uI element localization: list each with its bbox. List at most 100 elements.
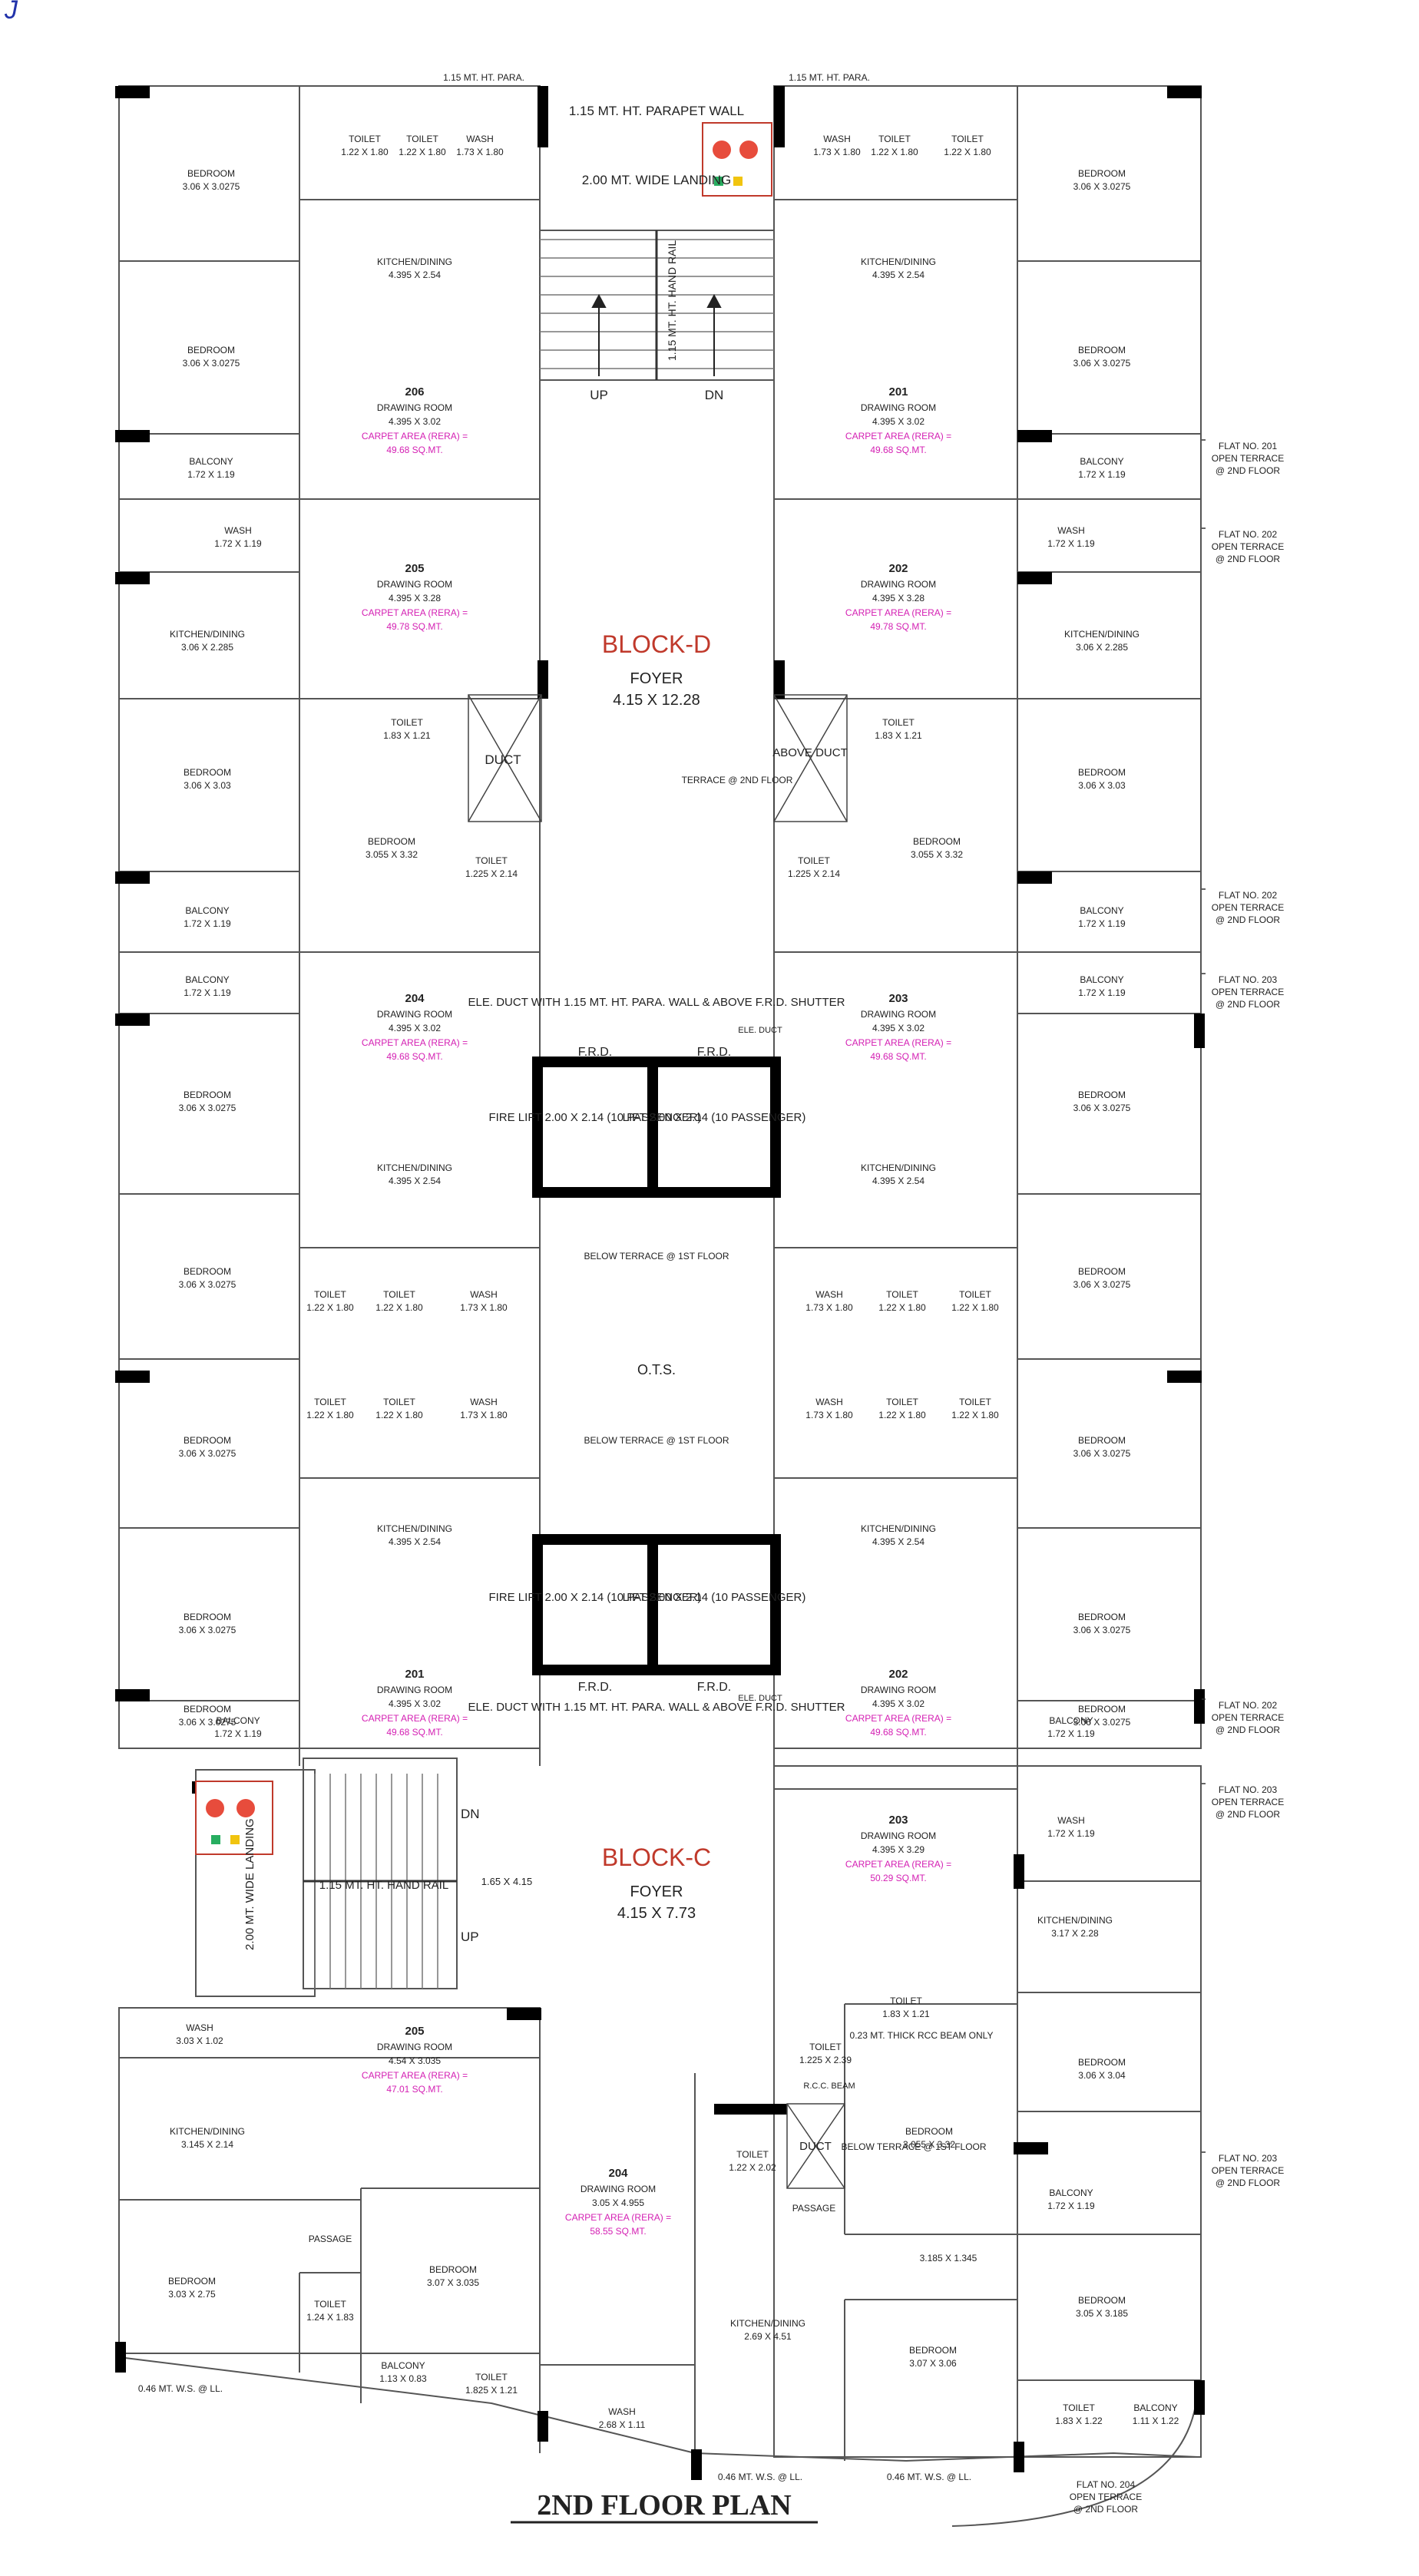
room-size: 1.72 X 1.19 [1078,469,1126,480]
room-name: WASH [470,1397,498,1407]
room-size: 1.72 X 1.19 [1047,2201,1095,2211]
ws-label: 0.46 MT. W.S. @ LL. [887,2472,971,2482]
room-name: TOILET [314,1289,346,1300]
below-terrace-label: BELOW TERRACE @ 1ST FLOOR [841,2141,986,2152]
lift-label: LIFT 2.00 X 2.14 (10 PASSENGER) [623,1111,806,1124]
room-size: 1.72 X 1.19 [214,1728,262,1739]
carpet-area-label: CARPET AREA (RERA) = [362,1713,468,1724]
room-name: TOILET [959,1397,991,1407]
dimension-label: 3.185 X 1.345 [920,2253,977,2264]
ws-label: 0.46 MT. W.S. @ LL. [138,2383,223,2394]
flat-205: 205 DRAWING ROOM 4.395 X 3.28 CARPET ARE… [362,562,468,632]
carpet-area-value: 49.78 SQ.MT. [386,621,442,632]
room-name: WASH [823,134,851,144]
room-size: 3.17 X 2.28 [1051,1928,1099,1939]
room-name: TOILET [1063,2402,1095,2413]
room-name: BEDROOM [184,1090,231,1100]
room-size: 4.395 X 3.02 [872,1023,925,1033]
flat-205-block-c: 205 DRAWING ROOM 4.54 X 3.035 CARPET ARE… [362,2025,468,2095]
room-name: DRAWING ROOM [861,579,936,590]
room-size: 3.06 X 3.0275 [1073,1103,1131,1113]
room-name: TOILET [736,2149,769,2160]
room-size: 1.22 X 1.80 [871,147,918,157]
room-name: BEDROOM [1078,1435,1126,1446]
room-size: 1.225 X 2.14 [465,868,518,879]
room-size: 3.06 X 3.0275 [179,1625,237,1635]
structural-columns [115,86,1205,2480]
room-name: KITCHEN/DINING [861,1523,936,1534]
room-name: TOILET [475,2372,508,2383]
landing-label: 2.00 MT. WIDE LANDING [243,1818,256,1950]
stair-up-label: UP [461,1930,479,1944]
frd-label: F.R.D. [578,1046,612,1059]
ele-duct-label: ELE. DUCT WITH 1.15 MT. HT. PARA. WALL &… [468,1701,845,1714]
room-name: TOILET [882,717,915,728]
room-name: TOILET [314,1397,346,1407]
room-size: 1.22 X 1.80 [878,1410,926,1420]
room-size: 3.06 X 2.285 [1076,642,1128,653]
flat-201: 201 DRAWING ROOM 4.395 X 3.02 CARPET ARE… [845,385,951,455]
room-name: WASH [815,1397,843,1407]
room-size: 1.73 X 1.80 [813,147,861,157]
stair-dn-label: DN [461,1807,480,1821]
duct-label: DUCT [485,752,521,767]
room-name: KITCHEN/DINING [1064,629,1140,640]
room-name: BEDROOM [1078,2295,1126,2306]
room-size: 4.395 X 2.54 [389,1176,441,1186]
block-d-foyer: FOYER [630,670,683,687]
block-d-foyer-size: 4.15 X 12.28 [613,692,700,709]
room-size: 1.24 X 1.83 [306,2312,354,2323]
carpet-area-value: 49.68 SQ.MT. [386,1051,442,1062]
room-size: 4.395 X 3.02 [389,416,441,427]
room-name: KITCHEN/DINING [377,256,452,267]
para-label: 1.15 MT. HT. PARA. [789,72,870,83]
room-size: 1.22 X 1.80 [341,147,389,157]
room-name: BALCONY [189,456,233,467]
room-name: BEDROOM [187,168,235,179]
room-name: TOILET [475,855,508,866]
fire-equipment-icon [195,1781,273,1855]
carpet-area-value: 49.68 SQ.MT. [870,1051,926,1062]
room-size: 1.225 X 2.14 [788,868,840,879]
carpet-area-value: 50.29 SQ.MT. [870,1873,926,1883]
room-name: TOILET [383,1289,415,1300]
room-name: KITCHEN/DINING [1037,1915,1113,1926]
flat-203-block-c: 203 DRAWING ROOM 4.395 X 3.29 CARPET ARE… [845,1814,951,1883]
room-name: KITCHEN/DINING [170,2126,245,2137]
carpet-area-value: 49.78 SQ.MT. [870,621,926,632]
room-size: 3.06 X 3.0275 [1073,1448,1131,1459]
flat-number: 205 [405,562,424,575]
room-size: 3.05 X 3.185 [1076,2308,1128,2319]
terrace-label: TERRACE @ 2ND FLOOR [682,775,793,785]
carpet-area-value: 49.68 SQ.MT. [386,1727,442,1738]
room-size: 1.22 X 2.02 [729,2162,776,2173]
carpet-area-label: CARPET AREA (RERA) = [845,1037,951,1048]
room-size: 2.68 X 1.11 [599,2419,646,2430]
fire-lift-label: FIRE LIFT 2.00 X 2.14 (10 PASSENGER) [488,1111,701,1124]
room-name: TOILET [349,134,381,144]
room-size: 1.73 X 1.80 [805,1410,853,1420]
room-name: TOILET [951,134,984,144]
room-size: 3.055 X 3.32 [903,2139,955,2150]
room-name: DRAWING ROOM [861,402,936,413]
room-size: 3.06 X 3.0275 [1073,1717,1131,1728]
room-size: 1.72 X 1.19 [1078,918,1126,929]
room-size: 1.22 X 1.80 [375,1302,423,1313]
stair-up-label: UP [590,388,608,402]
room-name: BEDROOM [187,345,235,355]
room-name: DRAWING ROOM [377,402,452,413]
room-name: TOILET [890,1996,922,2006]
room-name: BEDROOM [913,836,961,847]
room-name: TOILET [878,134,911,144]
stair-dn-label: DN [705,388,724,402]
flat-202: 202 DRAWING ROOM 4.395 X 3.28 CARPET ARE… [845,562,951,632]
carpet-area-label: CARPET AREA (RERA) = [845,1859,951,1870]
passage-label: PASSAGE [309,2234,352,2244]
room-size: 1.13 X 0.83 [379,2373,427,2384]
frd-label: F.R.D. [578,1681,612,1694]
room-name: BALCONY [216,1715,260,1726]
